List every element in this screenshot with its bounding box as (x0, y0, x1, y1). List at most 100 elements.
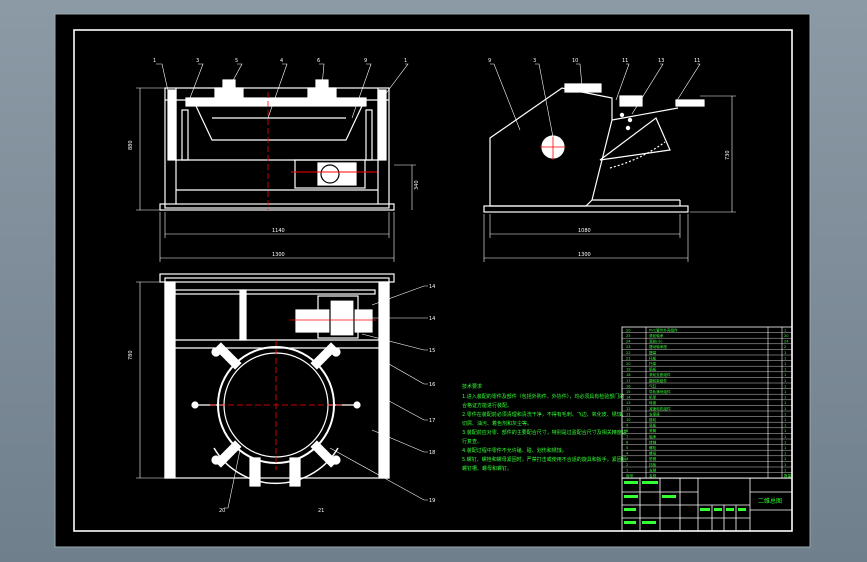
balloon-label: 14 (429, 284, 435, 290)
parts-row-number: 16 (626, 384, 631, 388)
parts-row-quantity: 1 (784, 418, 786, 422)
parts-row-quantity: 1 (784, 435, 786, 439)
parts-header-quantity: 数量 (784, 473, 792, 478)
dim-side-width-inner: 1080 (578, 228, 591, 234)
tech-notes-heading: 技术要求 (462, 383, 482, 390)
parts-row-quantity: 1 (784, 390, 786, 394)
title-block (621, 477, 793, 532)
parts-row-number: 22 (626, 351, 631, 355)
parts-row-quantity: 1 (784, 429, 786, 433)
parts-row-number: 15 (626, 390, 631, 394)
tech-note-line: 1.进入装配的零件及部件（包括外购件、外协件），均必须具有检验部门的 (462, 393, 624, 400)
balloon-label: 15 (429, 348, 435, 354)
parts-row-name: 翻转架组件 (649, 378, 667, 383)
parts-row-quantity: 1 (784, 463, 786, 467)
parts-row-name: 滚轮轴承 (649, 333, 664, 338)
dim-side-width-outer: 1300 (578, 252, 591, 258)
tech-note-line: 2.零件在装配前必须清理和清洗干净，不得有毛刺、飞边、氧化皮、锈蚀、 (462, 411, 627, 418)
front-leaders (156, 63, 409, 119)
parts-header-name: 名称 (649, 473, 657, 478)
parts-row-number: 10 (626, 418, 631, 422)
parts-row-quantity: 1 (784, 351, 786, 355)
parts-row-quantity: 1 (784, 468, 786, 472)
dim-side-height: 730 (725, 150, 731, 160)
parts-row-quantity: 1 (784, 362, 786, 366)
parts-row-number: 17 (626, 379, 631, 383)
balloon-label: 13 (658, 58, 664, 64)
parts-row-quantity: 1 (784, 384, 786, 388)
dim-front-width-outer: 1300 (272, 252, 285, 258)
plan-view (159, 273, 395, 487)
parts-row-name: 底板 (649, 423, 657, 428)
parts-row-name: 垫圈 (649, 456, 657, 461)
parts-row-number: 9 (626, 424, 629, 428)
parts-row-number: 2 (626, 463, 628, 467)
parts-row-name: 滚轮(小) (649, 339, 663, 344)
parts-row-number: 21 (626, 356, 631, 360)
balloon-label: 3 (196, 58, 199, 64)
dim-front-height: 880 (128, 140, 134, 150)
parts-row-name: 滚筒 (649, 428, 657, 433)
tech-note-line: 行复查。 (462, 438, 482, 445)
balloon-label: 6 (317, 58, 320, 64)
parts-row-number: 19 (626, 368, 631, 372)
parts-row-number: 23 (626, 345, 631, 349)
dim-front-motor-height: 340 (414, 180, 420, 190)
dim-plan-depth: 780 (128, 350, 134, 360)
parts-row-quantity: 1 (784, 373, 786, 377)
parts-row-number: 14 (626, 396, 631, 400)
parts-row-quantity: 2 (784, 345, 786, 349)
parts-row-name: 支撑座 (649, 411, 660, 416)
side-view (483, 83, 705, 213)
front-view (159, 79, 395, 211)
balloon-label: 19 (429, 498, 435, 504)
parts-row-name: 挡板 (649, 462, 657, 467)
front-balloon-labels: 1 3 5 4 6 9 1 (153, 58, 407, 64)
parts-row-name: 链轮 (649, 417, 657, 422)
parts-row-number: 5 (626, 446, 628, 450)
parts-row-quantity: 1 (784, 440, 786, 444)
balloon-label: 11 (694, 58, 700, 64)
plan-dimensions (136, 281, 165, 479)
parts-row-number: 24 (626, 340, 631, 344)
title-block-fill (624, 481, 746, 524)
parts-row-number: 20 (626, 362, 631, 366)
parts-row-quantity: 1 (784, 368, 786, 372)
parts-row-number: 8 (626, 429, 629, 433)
plan-balloon-labels: 14 14 15 16 17 18 19 20 21 (219, 284, 435, 514)
side-leaders (490, 63, 701, 138)
balloon-label: 14 (429, 316, 435, 322)
parts-row-name: 滚轮支座组件 (649, 372, 671, 377)
drawing-name: 二维总图 (758, 497, 782, 505)
parts-row-quantity: 1 (784, 446, 786, 450)
tech-notes: 技术要求 1.进入装配的零件及部件（包括外购件、外协件），均必须具有检验部门的 … (462, 383, 627, 472)
parts-row-number: 18 (626, 373, 631, 377)
parts-row-name: 摆臂 (649, 350, 657, 355)
balloon-label: 11 (622, 58, 628, 64)
parts-row-number: 6 (626, 440, 629, 444)
balloon-label: 21 (318, 508, 324, 514)
parts-row-name: 轴承 (649, 434, 657, 439)
side-dimensions (483, 95, 736, 262)
tech-note-line: 合格证方能进行装配。 (462, 402, 512, 409)
tech-note-line: 螺钉槽、螺母和螺钉。 (462, 465, 512, 472)
parts-row-quantity: 1 (784, 379, 786, 383)
parts-row-name: 转轴 (649, 439, 657, 444)
balloon-label: 20 (219, 508, 225, 514)
parts-row-quantity: 1 (784, 328, 786, 332)
balloon-label: 3 (533, 58, 536, 64)
parts-row-name: 托板 (649, 355, 657, 360)
parts-row-quantity: 1 (784, 356, 786, 360)
parts-row-number: 13 (626, 401, 631, 405)
parts-row-name: PVC管件外壳组件 (649, 327, 678, 332)
parts-row-name: 气缸 (649, 383, 657, 388)
parts-row-name: 托架 (649, 361, 657, 366)
parts-row-name: 机架 (649, 395, 657, 400)
parts-row-name: 摆动轴承座 (649, 344, 667, 349)
parts-row-name: 螺母 (649, 451, 657, 456)
balloon-label: 1 (404, 58, 407, 64)
parts-row-number: 12 (626, 407, 631, 411)
balloon-label: 9 (488, 58, 491, 64)
